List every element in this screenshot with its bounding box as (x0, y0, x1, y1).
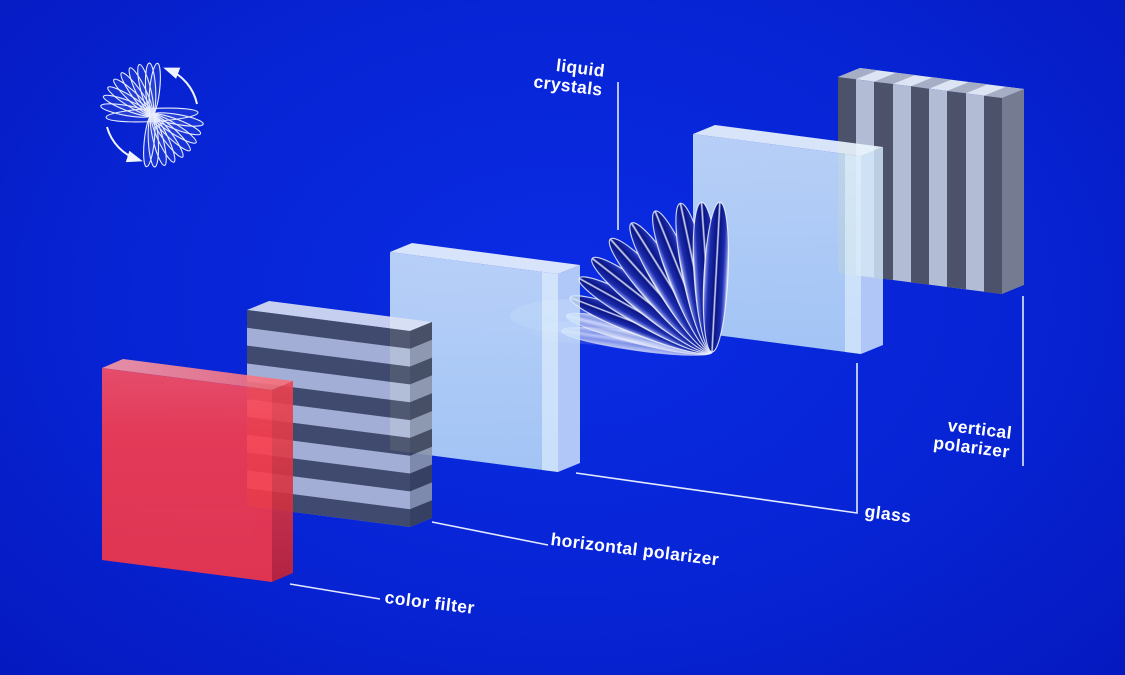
color-filter-layer (102, 359, 293, 582)
glass-back-layer (693, 125, 883, 354)
rotation-icon (100, 62, 204, 168)
connector-horizontal-polarizer (431, 521, 549, 546)
rotation-arrow-icons (106, 67, 198, 163)
connector-color-filter (289, 583, 381, 600)
connector-glass (575, 363, 858, 514)
connector-lines (289, 82, 1024, 600)
